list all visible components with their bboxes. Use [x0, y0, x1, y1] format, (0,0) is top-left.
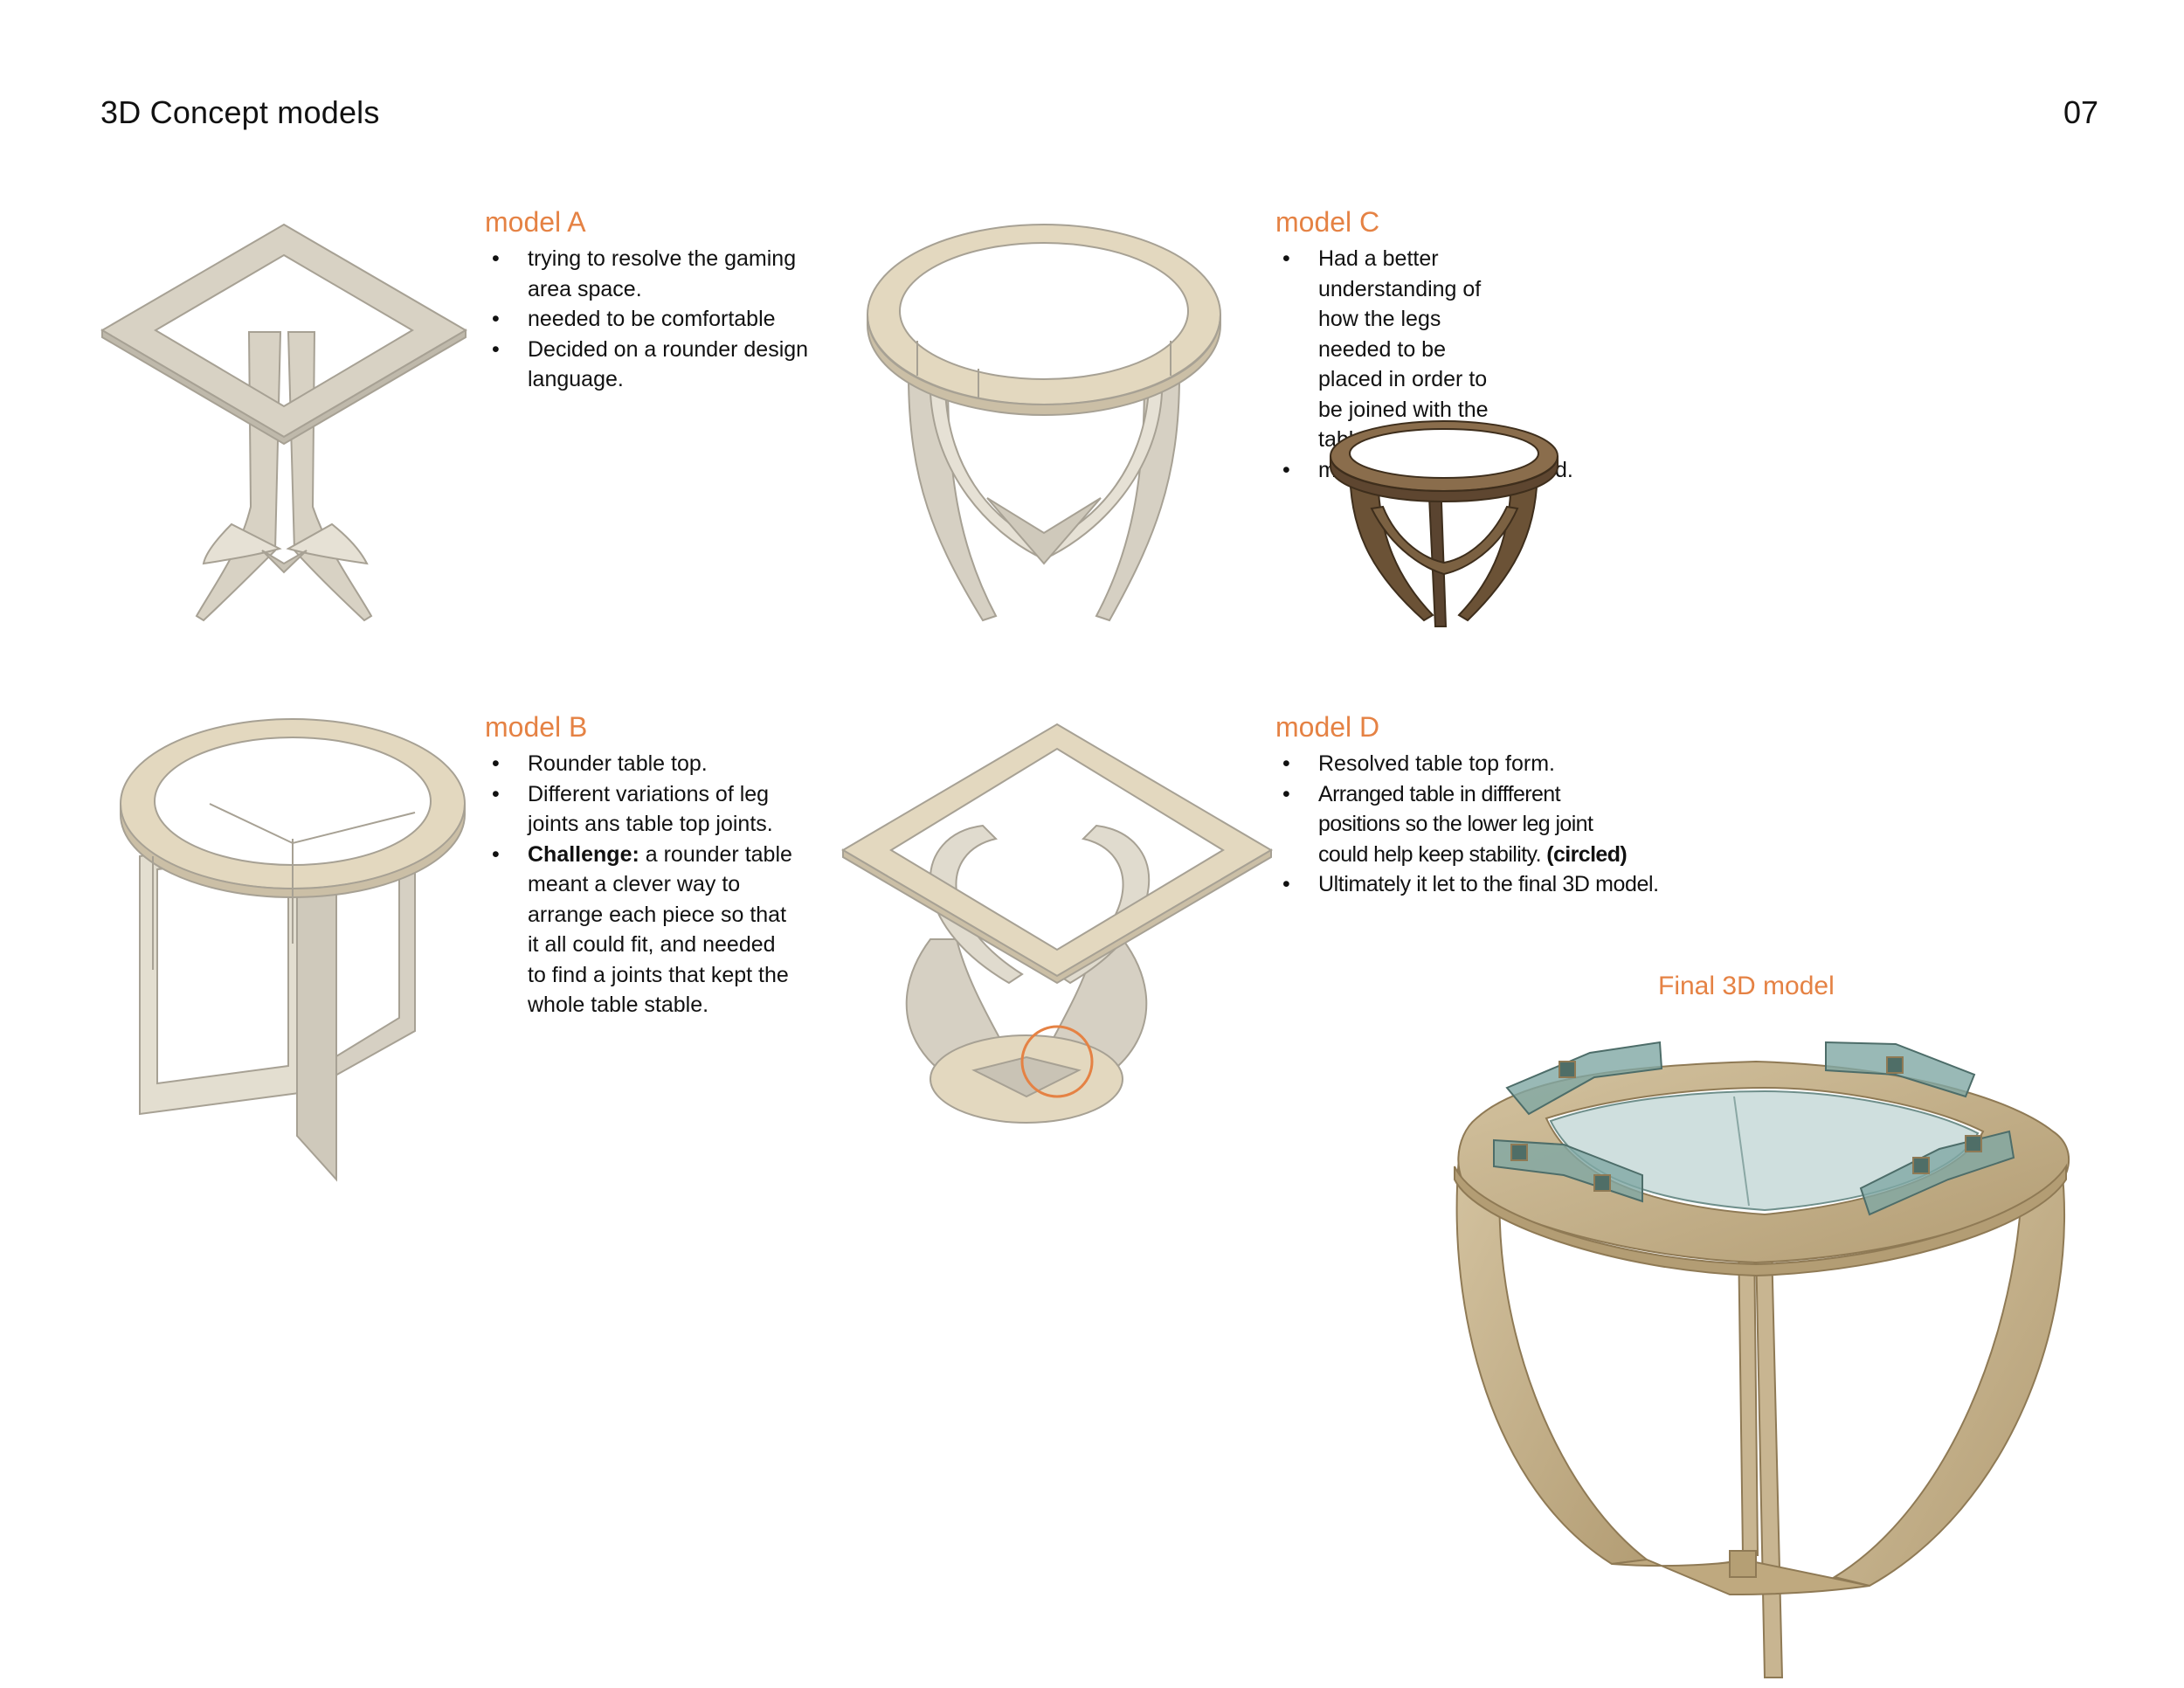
- final-model-label: Final 3D model: [1658, 972, 1835, 1000]
- model-b-challenge-text: a rounder table meant a clever way to ar…: [528, 841, 792, 1018]
- model-a-title: model A: [485, 206, 586, 238]
- model-a-bullet-3: Decided on a rounder design language.: [485, 335, 834, 395]
- model-b-render: [120, 718, 466, 1182]
- model-b-title: model B: [485, 711, 588, 743]
- page-number: 07: [2063, 94, 2099, 130]
- model-d-title: model D: [1275, 711, 1380, 743]
- model-b-bullet-2: Different variations of leg joints ans t…: [485, 779, 834, 840]
- model-b-bullet-1: Rounder table top.: [485, 749, 834, 779]
- model-a-render: [100, 223, 467, 622]
- model-d-bullet-2-bold: (circled): [1546, 841, 1628, 867]
- model-a-bullet-2: needed to be comfortable: [485, 304, 834, 335]
- model-b-challenge-label: Challenge:: [528, 841, 639, 867]
- model-a-bullets: trying to resolve the gaming area space.…: [485, 244, 834, 395]
- model-c-cardboard-photo: [1330, 420, 1559, 627]
- model-d-bullets: Resolved table top form. Arranged table …: [1275, 749, 1660, 900]
- model-d-bullet-3: Ultimately it let to the final 3D model.: [1275, 869, 1660, 900]
- model-c-title: model C: [1275, 206, 1380, 238]
- model-b-bullets: Rounder table top. Different variations …: [485, 749, 834, 1020]
- circled-joint-marker: [1020, 1025, 1094, 1098]
- model-d-render: [841, 723, 1273, 1124]
- model-b-bullet-3: Challenge: a rounder table meant a cleve…: [485, 840, 834, 1020]
- model-c-render: [867, 224, 1221, 622]
- model-d-bullet-1: Resolved table top form.: [1275, 749, 1660, 779]
- page-title: 3D Concept models: [100, 94, 380, 130]
- model-d-bullet-2: Arranged table in diffferent positions s…: [1275, 779, 1660, 870]
- model-d-bullet-2-text: Arranged table in diffferent positions s…: [1318, 781, 1593, 867]
- model-a-bullet-1: trying to resolve the gaming area space.: [485, 244, 834, 304]
- final-model-render: [1454, 1041, 2070, 1678]
